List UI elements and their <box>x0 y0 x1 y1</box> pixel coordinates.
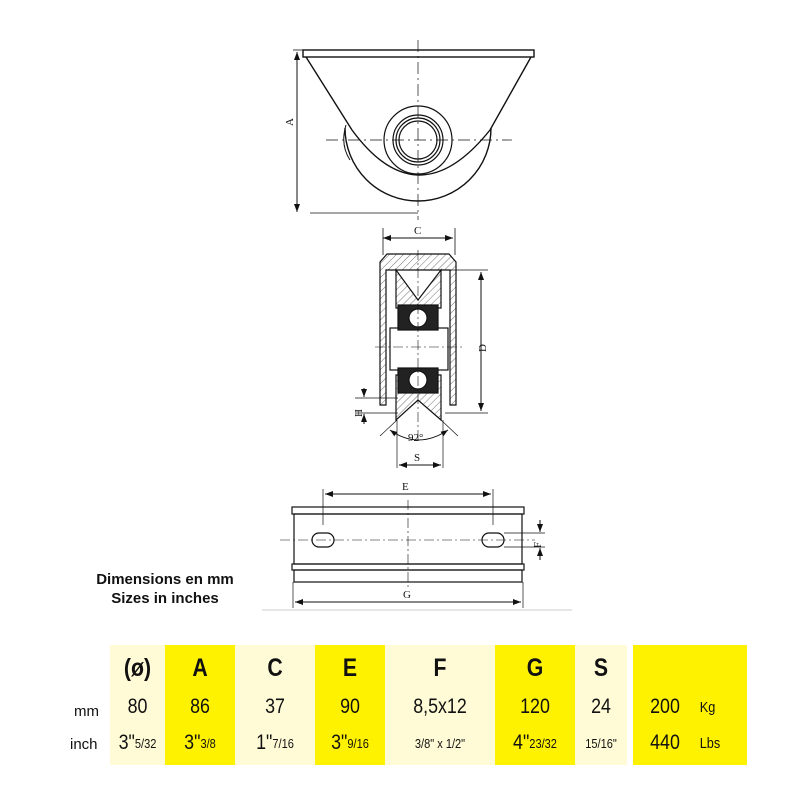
header-s: S <box>593 653 609 682</box>
inch-diameter: 3"5/32 <box>118 731 157 754</box>
column-bg <box>495 645 575 765</box>
mm-s: 24 <box>591 695 611 718</box>
header-a: A <box>192 653 208 682</box>
header-diameter: (ø) <box>123 653 152 682</box>
dim-label-h: H <box>353 409 365 417</box>
inch-g: 4"23/32 <box>513 731 557 754</box>
header-f: F <box>433 653 447 682</box>
mm-c: 37 <box>265 695 285 718</box>
column-bg <box>315 645 385 765</box>
dim-label-g: G <box>403 589 411 601</box>
dim-label-s: S <box>414 452 420 464</box>
load-lbs: 440 <box>650 731 680 754</box>
dim-label-d: D <box>477 344 489 352</box>
column-bg <box>575 645 627 765</box>
column-bg <box>235 645 315 765</box>
load-kg-unit: Kg <box>699 698 716 716</box>
header-e: E <box>342 653 358 682</box>
header-c: C <box>267 653 283 682</box>
inch-f: 3/8" x 1/2" <box>414 735 466 751</box>
mm-e: 90 <box>340 695 360 718</box>
dimensions-caption: Dimensions en mm Sizes in inches <box>40 570 290 608</box>
row-label-mm: mm <box>74 703 99 720</box>
row-label-inch: inch <box>70 736 98 753</box>
mm-a: 86 <box>190 695 210 718</box>
column-bg <box>110 645 165 765</box>
column-bg <box>165 645 235 765</box>
mm-diameter: 80 <box>127 695 148 718</box>
mm-g: 120 <box>520 695 550 718</box>
load-lbs-unit: Lbs <box>699 734 721 752</box>
top-view: E F G <box>262 481 572 611</box>
dim-label-a: A <box>284 118 296 126</box>
inch-s: 15/16" <box>585 735 617 751</box>
load-kg: 200 <box>650 695 680 718</box>
column-bg <box>385 645 495 765</box>
side-section-view: C D H 92° S <box>353 225 489 468</box>
inch-c: 1"7/16 <box>256 731 294 754</box>
column-bg <box>633 645 747 765</box>
dim-label-f: F <box>532 542 544 548</box>
caption-line-mm: Dimensions en mm <box>96 571 234 588</box>
header-g: G <box>526 653 544 682</box>
inch-a: 3"3/8 <box>184 731 216 754</box>
mm-f: 8,5x12 <box>413 695 467 718</box>
dim-label-angle: 92° <box>408 432 423 444</box>
technical-drawing: A C D H 92° S <box>262 40 572 611</box>
inch-e: 3"9/16 <box>331 731 369 754</box>
caption-line-inches: Sizes in inches <box>111 590 219 607</box>
front-view: A <box>284 40 535 220</box>
dim-label-c: C <box>414 225 421 237</box>
dim-label-e: E <box>402 481 409 493</box>
